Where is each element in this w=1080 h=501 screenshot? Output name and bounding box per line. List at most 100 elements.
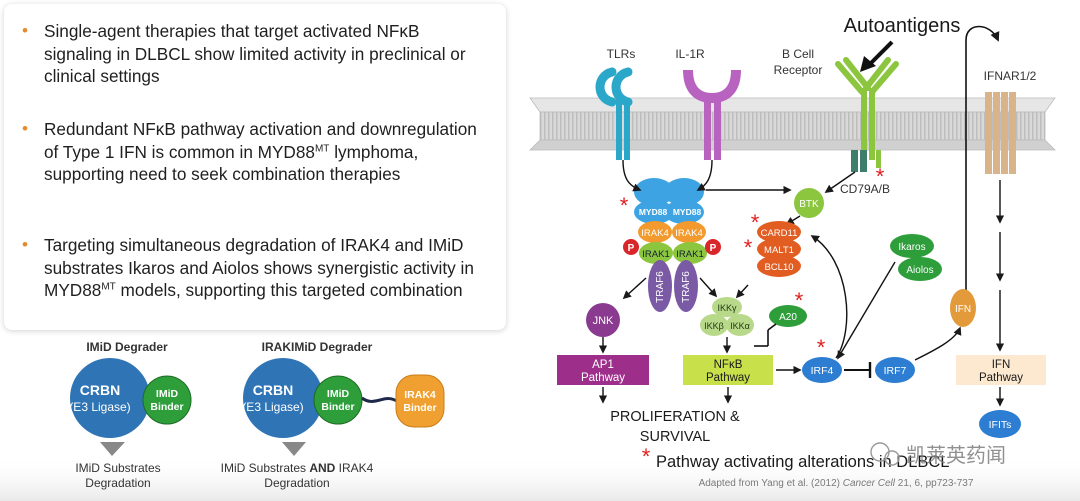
citation-part: Cancer Cell	[843, 478, 896, 489]
irak4-label: IRAK4	[641, 228, 668, 239]
ikka-label: IKKα	[730, 321, 750, 331]
ifn-feedback-arrow	[965, 25, 1000, 296]
caption-part: AND	[309, 461, 335, 475]
legend-text: Pathway activating alterations in DLBCL	[656, 453, 950, 471]
irf7-node	[875, 357, 915, 383]
cbm-to-ikk-arrow	[735, 284, 749, 299]
citation-part: Adapted from Yang et al. (2012)	[699, 478, 843, 489]
watermark-text: 凯莱英药闻	[906, 444, 1006, 467]
btk-node	[794, 188, 824, 218]
nfkb-label: NFκB	[714, 359, 743, 371]
nfkb-label: Pathway	[706, 372, 750, 384]
crbn-sublabel: (E3 Ligase)	[242, 400, 303, 414]
caption-part: IMiD Substrates	[221, 461, 310, 475]
wechat-icon	[884, 450, 900, 466]
proliferation-label: PROLIFERATION &	[610, 409, 740, 425]
ap1-pathway-box	[557, 355, 649, 385]
a20-node	[769, 305, 807, 327]
ifnar-label: IFNAR1/2	[984, 69, 1037, 83]
crbn-circle	[243, 358, 323, 438]
irak4-node	[672, 221, 706, 243]
traf6-to-jnk-arrow	[622, 277, 647, 300]
imid-binder-label: Binder	[150, 401, 183, 413]
cd79-to-btk-arrow	[824, 171, 856, 193]
ifn-pathway-label: IFN	[992, 359, 1011, 371]
irf7-to-ifn-arrow	[914, 326, 962, 361]
caption-part: IRAK4	[335, 461, 373, 475]
bottom-fade	[0, 455, 1080, 501]
phospho-node	[705, 239, 721, 255]
ikkb-node	[700, 314, 728, 336]
il1r-receptor-icon	[683, 69, 741, 160]
ifits-label: IFITs	[989, 419, 1012, 431]
phospho-label: P	[710, 243, 717, 254]
irak1-node	[673, 242, 707, 264]
irak4-node	[638, 221, 672, 243]
bullet-item-3: • Targeting simultaneous degradation of …	[22, 234, 492, 302]
legend-asterisk: *	[642, 444, 651, 469]
alteration-asterisk: *	[817, 335, 826, 360]
il1r-label: IL-1R	[675, 47, 705, 61]
crbn-circle	[70, 358, 150, 438]
bullet-item-1: • Single-agent therapies that target act…	[22, 20, 492, 88]
irakimid-degrader-title: IRAKIMiD Degrader	[262, 340, 373, 354]
bcr-label: Receptor	[774, 63, 823, 77]
ikkg-node	[712, 297, 742, 317]
irakimid-caption: IMiD Substrates AND IRAK4	[221, 461, 374, 475]
arrowhead-icon	[860, 56, 876, 72]
ifnar-receptor-icon	[985, 92, 1016, 174]
bcr-label: B Cell	[782, 47, 814, 61]
bcl10-node	[757, 255, 801, 277]
bullet-dot-icon: •	[22, 119, 28, 138]
tlr-receptor-icon	[595, 67, 633, 160]
imid-degrader-title: IMiD Degrader	[86, 340, 168, 354]
bullet-text-part: models, supporting this targeted combina…	[115, 280, 463, 300]
irf4-feedback-arrow	[810, 235, 848, 359]
alteration-asterisk: *	[620, 193, 629, 218]
imid-binder-label: IMiD	[156, 388, 179, 400]
ap1-label: Pathway	[581, 372, 625, 384]
autoantigen-arrow	[866, 40, 894, 68]
imid-caption: Degradation	[85, 476, 150, 490]
linker	[361, 396, 399, 404]
traf6-node	[648, 260, 672, 312]
watermark: 凯莱英药闻	[870, 442, 1006, 467]
irf4-label: IRF4	[811, 365, 834, 377]
bullet-text-part: Redundant NFκB pathway activation and do…	[44, 119, 477, 162]
jnk-label: JNK	[593, 315, 614, 327]
cd79-label: CD79A/B	[840, 182, 890, 196]
bullet-text: Targeting simultaneous degradation of IR…	[44, 234, 492, 302]
ikkb-label: IKKβ	[704, 321, 724, 331]
bullet-dot-icon: •	[22, 235, 28, 254]
crbn-label: CRBN	[253, 382, 293, 398]
superscript: MT	[314, 142, 330, 154]
irakimid-caption: Degradation	[264, 476, 329, 490]
bullet-text-part: Targeting simultaneous degradation of IR…	[44, 235, 474, 300]
irak4-label: IRAK4	[675, 228, 702, 239]
traf6-label: TRAF6	[655, 271, 666, 303]
autoantigens-label: Autoantigens	[844, 15, 961, 37]
tlrs-label: TLRs	[607, 47, 636, 61]
tlr-to-myd88-arrow	[622, 159, 642, 192]
down-triangle-icon	[100, 442, 125, 456]
ifn-pathway-box	[956, 355, 1046, 385]
imid-binder-circle	[313, 375, 363, 425]
a20-inhibition	[767, 323, 777, 331]
cell-membrane	[529, 97, 1056, 151]
ap1-label: AP1	[592, 359, 614, 371]
imid-caption: IMiD Substrates	[75, 461, 160, 475]
malt1-label: MALT1	[764, 245, 794, 256]
ifits-node	[979, 410, 1021, 438]
imid-binder-circle	[142, 375, 192, 425]
irak1-node	[639, 242, 673, 264]
bullet-panel: • Single-agent therapies that target act…	[4, 4, 506, 330]
traf6-to-ikk-arrow	[699, 277, 718, 298]
ikaros-node	[890, 234, 934, 258]
alteration-asterisk: *	[795, 288, 804, 313]
irak4-binder-label: Binder	[403, 402, 436, 414]
imid-degrader: IMiD Degrader CRBN (E3 Ligase) IMiD Bind…	[69, 340, 192, 490]
il1r-to-myd88-arrow	[696, 159, 713, 191]
aiolos-node	[898, 257, 942, 281]
